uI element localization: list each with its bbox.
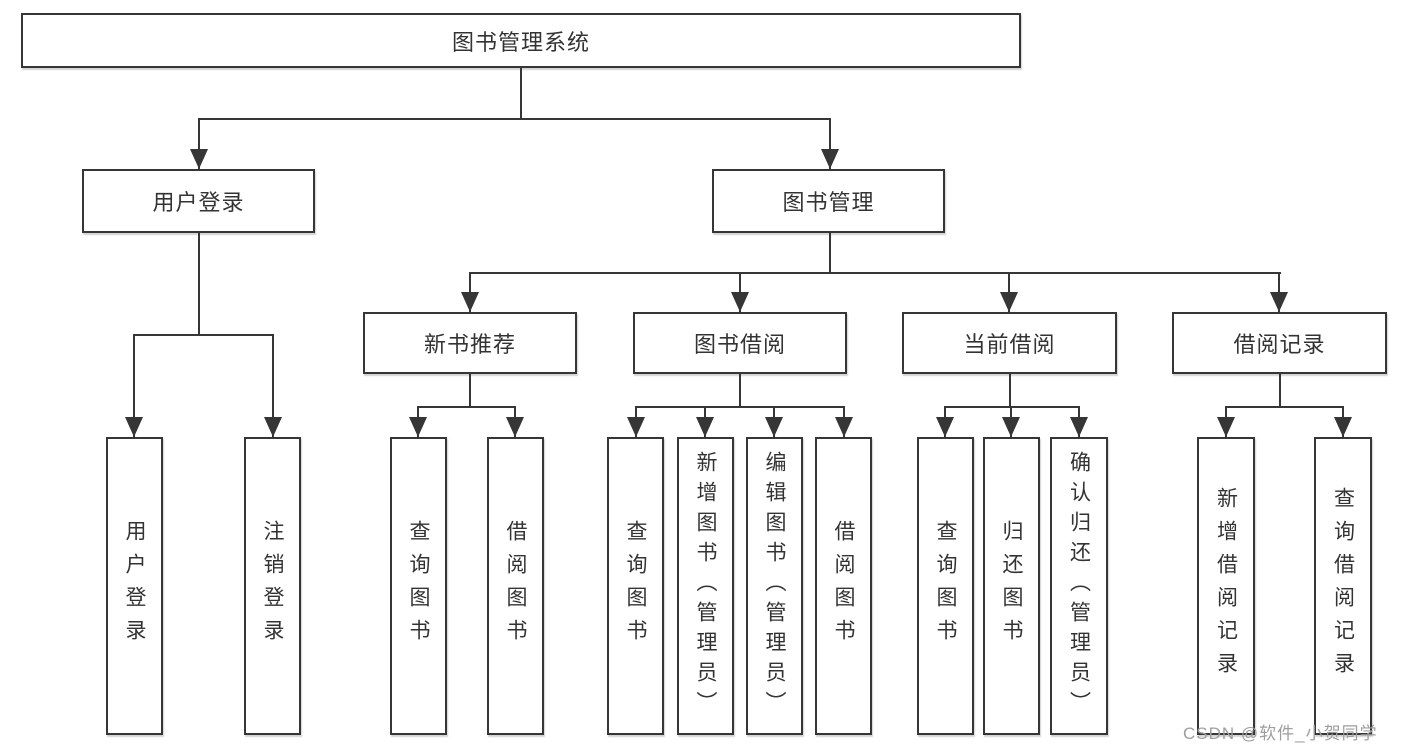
leaf-query-borrow-record: 查询借阅记录 <box>1314 437 1372 735</box>
leaf-query-book-borrow: 查询图书 <box>607 437 664 735</box>
leaf-add-book-admin: 新增图书（管理员） <box>677 437 734 735</box>
leaf-query-book-recommend-label: 查询图书 <box>407 520 430 652</box>
arrowhead-down-icon <box>731 292 749 312</box>
connector-drop-leaf <box>272 334 274 437</box>
connector-level3-rail <box>469 272 1281 274</box>
connector-book-borrow-stem <box>739 374 741 407</box>
arrowhead-down-icon <box>1070 417 1088 437</box>
leaf-query-book-borrow-label: 查询图书 <box>624 520 647 652</box>
leaf-borrow-book-label: 借阅图书 <box>832 520 855 652</box>
node-book-management: 图书管理 <box>712 169 945 233</box>
node-current-borrow: 当前借阅 <box>902 312 1117 374</box>
arrowhead-down-icon <box>264 417 282 437</box>
node-current-borrow-label: 当前借阅 <box>963 332 1056 357</box>
node-borrow-records-label: 借阅记录 <box>1233 332 1326 357</box>
leaf-query-book-current: 查询图书 <box>917 437 974 735</box>
leaf-add-borrow-record: 新增借阅记录 <box>1197 437 1255 735</box>
leaf-add-book-admin-label: 新增图书（管理员） <box>694 451 717 721</box>
leaf-logout-login-label: 注销登录 <box>261 520 284 652</box>
connector-borrow-records-stem <box>1279 374 1281 407</box>
leaf-edit-book-admin: 编辑图书（管理员） <box>746 437 803 735</box>
leaf-return-book: 归还图书 <box>983 437 1040 735</box>
arrowhead-down-icon <box>461 292 479 312</box>
arrowhead-down-icon <box>506 417 524 437</box>
leaf-borrow-book-recommend-label: 借阅图书 <box>504 520 527 652</box>
leaf-query-borrow-record-label: 查询借阅记录 <box>1331 487 1355 685</box>
node-root: 图书管理系统 <box>21 13 1021 68</box>
arrowhead-down-icon <box>696 417 714 437</box>
arrowhead-down-icon <box>1002 417 1020 437</box>
arrowhead-down-icon <box>821 149 839 169</box>
arrowhead-down-icon <box>627 417 645 437</box>
arrowhead-down-icon <box>1217 417 1235 437</box>
connector-current-borrow-stem <box>1009 374 1011 407</box>
arrowhead-down-icon <box>1334 417 1352 437</box>
node-book-borrow: 图书借阅 <box>633 312 847 374</box>
arrowhead-down-icon <box>409 417 427 437</box>
connector-user-login-rail <box>133 334 274 336</box>
arrowhead-down-icon <box>936 417 954 437</box>
connector-borrow-records-rail <box>1225 406 1344 408</box>
arrowhead-down-icon <box>835 417 853 437</box>
node-book-management-label: 图书管理 <box>782 190 875 215</box>
node-book-borrow-label: 图书借阅 <box>693 332 786 357</box>
connector-drop-leaf <box>133 334 135 437</box>
connector-root-rail <box>198 118 831 120</box>
connector-book-borrow-rail <box>635 406 845 408</box>
connector-new-book-rail <box>417 406 516 408</box>
leaf-user-login-label: 用户登录 <box>123 520 146 652</box>
arrowhead-down-icon <box>765 417 783 437</box>
connector-drop-user-login <box>198 118 200 169</box>
leaf-borrow-book-recommend: 借阅图书 <box>487 437 544 735</box>
node-user-login-label: 用户登录 <box>152 190 245 215</box>
leaf-query-book-current-label: 查询图书 <box>934 520 957 652</box>
csdn-watermark: CSDN @软件_小贺同学 <box>1183 724 1378 743</box>
arrowhead-down-icon <box>190 149 208 169</box>
leaf-confirm-return-admin-label: 确认归还（管理员） <box>1067 451 1091 721</box>
leaf-logout-login: 注销登录 <box>244 437 301 735</box>
node-user-login: 用户登录 <box>82 169 315 233</box>
arrowhead-down-icon <box>1000 292 1018 312</box>
node-new-book-recommend: 新书推荐 <box>363 312 577 374</box>
leaf-edit-book-admin-label: 编辑图书（管理员） <box>763 451 786 721</box>
leaf-borrow-book: 借阅图书 <box>815 437 872 735</box>
leaf-confirm-return-admin: 确认归还（管理员） <box>1050 437 1108 735</box>
leaf-add-borrow-record-label: 新增借阅记录 <box>1214 487 1238 685</box>
arrowhead-down-icon <box>125 417 143 437</box>
connector-drop-book-management <box>829 118 831 169</box>
connector-book-management-stem <box>829 233 831 274</box>
connector-new-book-stem <box>469 374 471 407</box>
leaf-return-book-label: 归还图书 <box>1000 520 1023 652</box>
leaf-query-book-recommend: 查询图书 <box>390 437 447 735</box>
node-root-label: 图书管理系统 <box>451 29 590 55</box>
node-borrow-records: 借阅记录 <box>1172 312 1387 374</box>
connector-current-borrow-rail <box>944 406 1080 408</box>
connector-root-stem <box>520 68 522 119</box>
node-new-book-recommend-label: 新书推荐 <box>423 332 516 357</box>
arrowhead-down-icon <box>1270 292 1288 312</box>
connector-user-login-stem <box>198 233 200 335</box>
leaf-user-login: 用户登录 <box>106 437 163 735</box>
